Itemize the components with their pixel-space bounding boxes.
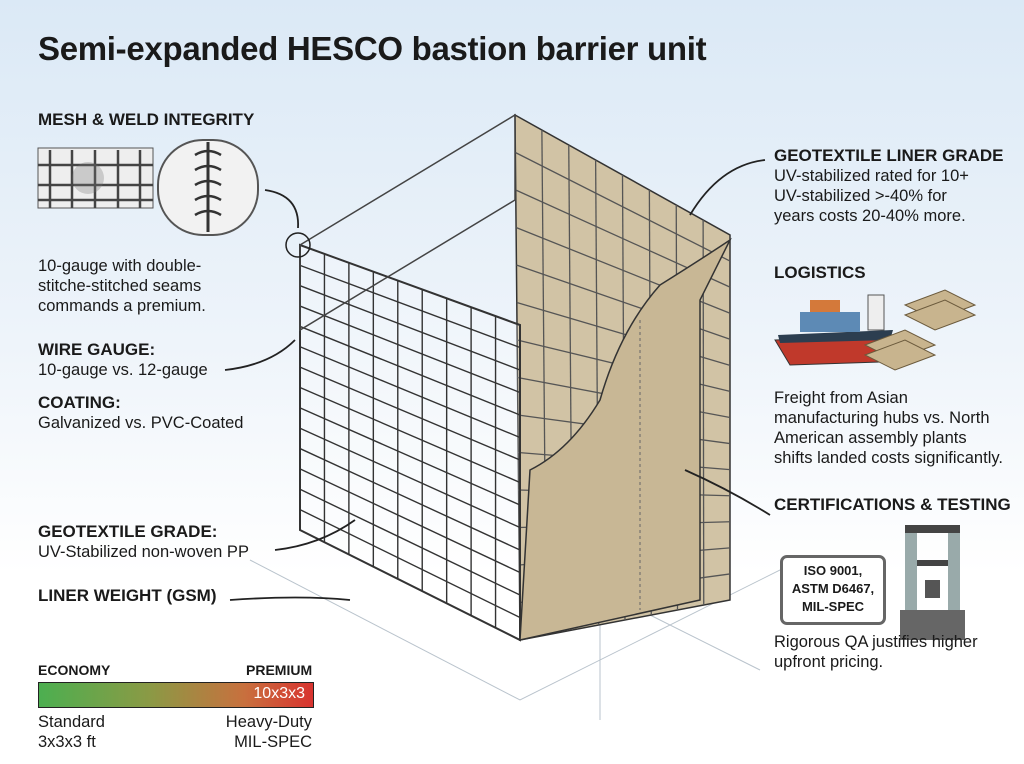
caption-line: Standard [38, 713, 105, 731]
caption-line: Heavy-Duty [225, 713, 312, 731]
mesh-wire [299, 305, 521, 394]
geotextile-section: GEOTEXTILE GRADE: UV-Stabilized non-wove… [38, 522, 249, 562]
coating-body: Galvanized vs. PVC-Coated [38, 414, 244, 432]
liner-weight-heading: LINER WEIGHT (GSM) [38, 586, 217, 605]
stamp-line: ISO 9001, [803, 563, 863, 578]
stamp-line: MIL-SPEC [801, 599, 865, 614]
mesh-wire [299, 447, 521, 551]
mesh-wire [299, 427, 521, 529]
economy-caption: Standard 3x3x3 ft [38, 712, 105, 752]
certs-line: Rigorous QA justifies higher [774, 633, 978, 651]
geotextile-heading: GEOTEXTILE GRADE: [38, 522, 218, 541]
logistics-line: American assembly plants [774, 429, 967, 447]
liner-grade-section: GEOTEXTILE LINER GRADE UV-stabilized rat… [774, 146, 1004, 226]
wire-gauge-heading: WIRE GAUGE: [38, 340, 156, 359]
certs-heading: CERTIFICATIONS & TESTING [774, 495, 1011, 514]
mesh-line: 10-gauge with double- [38, 257, 202, 275]
liner-flap [519, 237, 732, 641]
geotextile-body: UV-Stabilized non-woven PP [38, 543, 249, 561]
mesh-wire [299, 386, 521, 484]
certs-line: upfront pricing. [774, 653, 884, 671]
weld-detail-magnifier [37, 139, 311, 258]
liner-grade-heading: GEOTEXTILE LINER GRADE [774, 146, 1004, 165]
wire-gauge-section: WIRE GAUGE: 10-gauge vs. 12-gauge [38, 340, 208, 380]
mesh-wire [299, 346, 521, 439]
mesh-body: 10-gauge with double- stitche-stitched s… [38, 256, 206, 316]
callout-arrows [224, 159, 771, 601]
logistics-line: shifts landed costs significantly. [774, 449, 1003, 467]
back-left-mesh [299, 113, 516, 332]
mesh-heading: MESH & WELD INTEGRITY [38, 110, 255, 129]
price-scale-bar: 10x3x3 [38, 682, 314, 708]
logistics-heading: LOGISTICS [774, 263, 866, 282]
mesh-wire [299, 366, 521, 461]
wire-gauge-body: 10-gauge vs. 12-gauge [38, 361, 208, 379]
stamp-line: ASTM D6467, [791, 581, 875, 596]
mesh-wire [299, 325, 521, 416]
flat-packed-units-icon [863, 289, 977, 371]
mesh-wire [299, 509, 521, 619]
mesh-line: stitche-stitched seams [38, 277, 202, 295]
mesh-wire [515, 151, 731, 262]
coating-heading: COATING: [38, 393, 121, 412]
caption-line: MIL-SPEC [234, 733, 312, 751]
logistics-line: manufacturing hubs vs. North [774, 409, 990, 427]
compression-test-press-icon [900, 525, 965, 640]
coating-section: COATING: Galvanized vs. PVC-Coated [38, 393, 243, 433]
cargo-ship-icon [774, 294, 896, 366]
liner-line: UV-stabilized rated for 10+ [774, 167, 969, 185]
certification-stamp: ISO 9001, ASTM D6467, MIL-SPEC [780, 555, 886, 625]
mesh-wire [299, 264, 521, 349]
mesh-line: commands a premium. [38, 297, 206, 315]
liner-line: years costs 20-40% more. [774, 207, 966, 225]
mesh-wire [299, 468, 521, 574]
caption-line: 3x3x3 ft [38, 733, 96, 751]
mesh-wire [299, 407, 521, 506]
economy-label: ECONOMY [38, 662, 111, 678]
logistics-body: Freight from Asian manufacturing hubs vs… [774, 388, 1003, 468]
liner-line: UV-stabilized >-40% for [774, 187, 947, 205]
mesh-wire [299, 488, 521, 596]
certs-body: Rigorous QA justifies higher upfront pri… [774, 632, 978, 672]
premium-caption: Heavy-Duty MIL-SPEC [226, 712, 312, 752]
bar-label: 10x3x3 [253, 685, 305, 702]
page-title: Semi-expanded HESCO bastion barrier unit [38, 30, 707, 67]
logistics-line: Freight from Asian [774, 389, 908, 407]
premium-label: PREMIUM [246, 662, 313, 678]
mesh-wire [299, 285, 521, 371]
